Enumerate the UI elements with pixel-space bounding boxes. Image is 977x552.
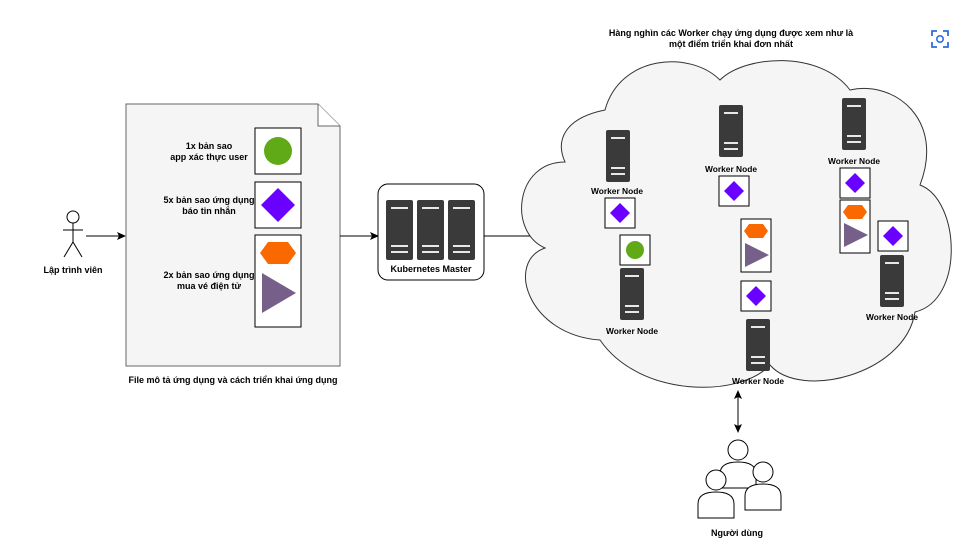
document-fold (317, 104, 340, 127)
users-group-icon (697, 439, 782, 519)
green-circle-icon (264, 137, 292, 165)
spec-file-caption: File mô tả ứng dụng và cách triển khai ứ… (128, 375, 337, 385)
ticket-pod-icon (839, 199, 871, 254)
server-icon (417, 200, 444, 260)
ticket-app-icon-box (254, 234, 302, 328)
master-label: Kubernetes Master (390, 264, 472, 274)
server-icon (880, 255, 904, 307)
worker-label: Worker Node (866, 312, 918, 322)
item-3-line2: mua vé điện tử (177, 281, 242, 291)
triangle-icon (262, 273, 296, 313)
messaging-pod-icon (740, 280, 772, 312)
cluster-title-line2: một điểm triển khai đơn nhất (669, 39, 793, 49)
server-icon (606, 130, 630, 182)
worker-node-6: Worker Node (866, 220, 918, 322)
auth-pod-icon (619, 234, 651, 266)
orange-hexagon-icon (260, 242, 296, 264)
server-icon (746, 319, 770, 371)
messaging-app-icon-box (254, 181, 302, 229)
server-icon (842, 98, 866, 150)
document-shape (125, 103, 341, 367)
worker-node-4: Worker Node (732, 218, 784, 386)
worker-node-5: Worker Node (828, 98, 880, 254)
server-icon (448, 200, 475, 260)
lens-icon[interactable] (928, 27, 952, 51)
item-1-line2: app xác thực user (170, 152, 248, 162)
worker-node-1: Worker Node (591, 130, 643, 229)
stick-figure-icon (63, 210, 83, 258)
purple-diamond-icon (261, 188, 295, 222)
messaging-pod-icon (877, 220, 909, 252)
developer-label: Lập trình viên (43, 265, 102, 275)
worker-label: Worker Node (828, 156, 880, 166)
developer-actor: Lập trình viên (43, 210, 103, 275)
worker-label: Worker Node (591, 186, 643, 196)
worker-label: Worker Node (732, 376, 784, 386)
messaging-pod-icon (839, 167, 871, 199)
item-2-line1: 5x bản sao ứng dụng (163, 195, 254, 205)
auth-app-icon-box (254, 127, 302, 175)
cluster-title-line1: Hàng nghìn các Worker chạy ứng dụng được… (609, 28, 854, 38)
server-icon (620, 268, 644, 320)
worker-node-3: Worker Node (705, 105, 757, 207)
worker-label: Worker Node (606, 326, 658, 336)
kubernetes-master: Kubernetes Master (377, 183, 485, 281)
worker-label: Worker Node (705, 164, 757, 174)
messaging-pod-icon (718, 175, 750, 207)
server-icon (719, 105, 743, 157)
users-label: Người dùng (711, 528, 763, 538)
worker-node-2: Worker Node (606, 234, 658, 336)
messaging-pod-icon (604, 197, 636, 229)
spec-file: 1x bản sao app xác thực user 5x bản sao … (125, 103, 341, 367)
item-2-line2: báo tin nhắn (182, 205, 236, 216)
ticket-pod-icon (740, 218, 772, 273)
item-3-line1: 2x bản sao ứng dụng (163, 270, 254, 280)
server-icon (386, 200, 413, 260)
item-1-line1: 1x bản sao (186, 141, 233, 151)
